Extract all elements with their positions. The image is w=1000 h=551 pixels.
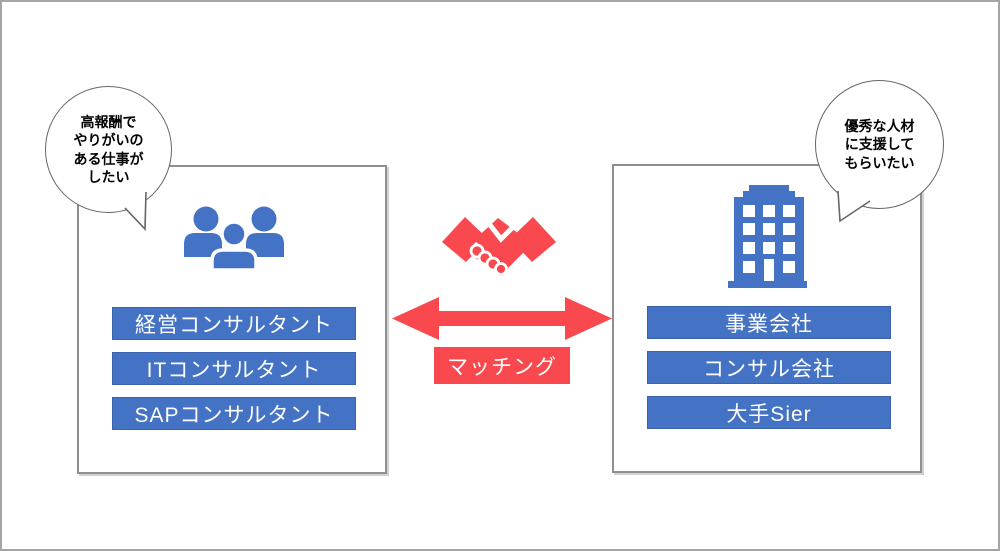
double-arrow-icon <box>392 297 612 340</box>
consultant-item-sap: SAPコンサルタント <box>112 397 356 430</box>
company-item-business: 事業会社 <box>647 306 891 339</box>
consultant-speech-bubble: 高報酬で やりがいの ある仕事が したい <box>45 86 172 213</box>
speech-bubble-tail <box>837 190 871 223</box>
company-item-consulting: コンサル会社 <box>647 351 891 384</box>
consultant-item-it: ITコンサルタント <box>112 352 356 385</box>
people-icon <box>184 206 284 272</box>
company-speech-text: 優秀な人材 に支援して もらいたい <box>844 117 915 171</box>
consultants-panel: 経営コンサルタント ITコンサルタント SAPコンサルタント <box>77 165 387 474</box>
company-item-sier: 大手Sier <box>647 396 891 429</box>
matching-label: マッチング <box>434 347 570 384</box>
company-speech-bubble: 優秀な人材 に支援して もらいたい <box>815 80 944 209</box>
speech-bubble-tail <box>124 191 147 231</box>
consultant-item-management: 経営コンサルタント <box>112 307 356 340</box>
handshake-icon <box>442 217 556 276</box>
companies-panel: 事業会社 コンサル会社 大手Sier <box>612 164 922 473</box>
consultant-speech-text: 高報酬で やりがいの ある仕事が したい <box>73 113 144 186</box>
building-icon <box>728 185 807 288</box>
